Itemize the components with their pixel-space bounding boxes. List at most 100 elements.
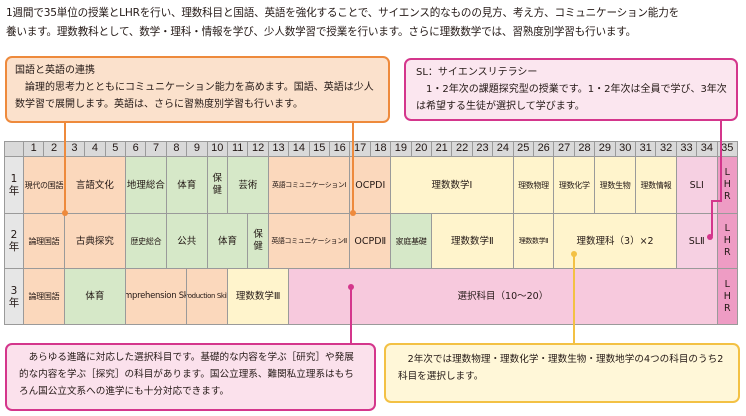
text-line: R xyxy=(723,302,731,314)
text-line: 3 xyxy=(10,284,18,297)
connector-dot xyxy=(571,251,577,257)
text-line: L xyxy=(724,223,730,234)
subject-cell: 体育 xyxy=(207,214,249,269)
subject-cell: 英語コミュニケーションⅠ xyxy=(268,157,351,214)
subject-cell: SLⅡ xyxy=(676,214,718,269)
period-header: 1 xyxy=(24,141,45,157)
period-header: 29 xyxy=(595,141,616,157)
period-header: 3 xyxy=(64,141,86,157)
period-header: 12 xyxy=(248,141,269,157)
subject-cell: 理数数学Ⅱ xyxy=(432,214,514,269)
subject-cell: Production Skills xyxy=(187,269,228,325)
period-header: 26 xyxy=(534,141,555,157)
period-header: 24 xyxy=(493,141,514,157)
language-callout-body: 論理的思考力とともにコミュニケーション能力を高めます。国語、英語は少人数学習で展… xyxy=(15,82,374,110)
period-header: 17 xyxy=(350,141,371,157)
intro-line-2: 養います。理数教科として、数学・理科・情報を学び、少人数学習で授業を行います。さ… xyxy=(6,26,636,38)
subject-cell: 地理総合 xyxy=(126,157,167,214)
sl-callout-title: SL：サイエンスリテラシー xyxy=(416,67,538,78)
period-header: 10 xyxy=(207,141,228,157)
connector-dot xyxy=(62,210,68,216)
connector-line xyxy=(711,200,713,236)
subject-cell: OCPDⅡ xyxy=(350,214,392,269)
period-header: 32 xyxy=(656,141,677,157)
sl-callout: SL：サイエンスリテラシー 1・2年次の課題探究型の授業です。1・2年次は全員で… xyxy=(404,58,738,121)
subject-cell: 選択科目（10〜20） xyxy=(289,269,718,325)
text-line: 保 xyxy=(253,229,263,240)
period-header: 31 xyxy=(636,141,657,157)
text-line: H xyxy=(723,290,731,302)
science-callout-body: 2年次では理数物理・理数化学・理数生物・理数地学の4つの科目のうち2科目を選択し… xyxy=(398,354,724,382)
text-line: R xyxy=(723,247,731,258)
subject-cell: 理数数学Ⅲ xyxy=(228,269,290,325)
subject-cell: 体育 xyxy=(64,269,126,325)
subject-cell: 論理国語 xyxy=(24,214,65,269)
period-header: 16 xyxy=(330,141,351,157)
period-header: 25 xyxy=(513,141,534,157)
subject-cell: 公共 xyxy=(166,214,208,269)
subject-cell: OCPDⅠ xyxy=(350,157,392,214)
subject-cell: 保健 xyxy=(207,157,228,214)
language-callout: 国語と英語の連携 論理的思考力とともにコミュニケーション能力を高めます。国語、英… xyxy=(5,56,390,123)
connector-line xyxy=(573,254,575,343)
connector-line xyxy=(712,200,722,202)
subject-cell: 理数数学Ⅱ xyxy=(513,214,555,269)
period-header: 27 xyxy=(554,141,575,157)
text-line: H xyxy=(723,179,731,190)
period-header: 6 xyxy=(126,141,147,157)
subject-cell: 保健 xyxy=(248,214,269,269)
connector-line xyxy=(350,287,352,344)
period-header: 4 xyxy=(85,141,106,157)
text-line: L xyxy=(724,167,730,178)
period-header: 5 xyxy=(105,141,126,157)
text-line: H xyxy=(723,235,731,246)
period-header: 30 xyxy=(615,141,636,157)
period-header: 22 xyxy=(452,141,473,157)
subject-cell: 理数化学 xyxy=(554,157,596,214)
subject-cell: 家庭基礎 xyxy=(391,214,432,269)
text-line: 2 xyxy=(10,229,18,241)
text-line: 健 xyxy=(253,241,263,252)
header-corner xyxy=(4,141,24,157)
period-header: 7 xyxy=(146,141,167,157)
period-header: 34 xyxy=(697,141,718,157)
period-header: 23 xyxy=(472,141,494,157)
subject-cell: 理数生物 xyxy=(595,157,636,214)
subject-cell: Comprehension Skills xyxy=(126,269,188,325)
subject-cell: 言語文化 xyxy=(64,157,126,214)
subject-cell: SLⅠ xyxy=(676,157,718,214)
text-line: 1 xyxy=(10,173,18,185)
table-top-border xyxy=(4,141,738,142)
period-header: 11 xyxy=(228,141,249,157)
electives-callout: あらゆる進路に対応した選択科目です。基礎的な内容を学ぶ［研究］や発展的な内容を学… xyxy=(5,343,376,411)
intro-line-1: 1週間で35単位の授業とLHRを行い、理数科目と国語、英語を強化することで、サイ… xyxy=(6,7,679,19)
text-line: 健 xyxy=(212,185,223,196)
period-header: 15 xyxy=(309,141,330,157)
subject-cell: 芸術 xyxy=(228,157,269,214)
subject-cell: 古典探究 xyxy=(64,214,126,269)
connector-line xyxy=(64,123,66,213)
subject-cell: 体育 xyxy=(166,157,208,214)
period-header: 8 xyxy=(166,141,188,157)
science-callout: 2年次では理数物理・理数化学・理数生物・理数地学の4つの科目のうち2科目を選択し… xyxy=(384,343,740,403)
connector-dot xyxy=(350,210,356,216)
text-line: 保 xyxy=(212,173,223,184)
period-header: 20 xyxy=(411,141,432,157)
sl-callout-body: 1・2年次の課題探究型の授業です。1・2年次は全員で学び、3年次は希望する生徒が… xyxy=(416,84,727,112)
period-header: 14 xyxy=(289,141,310,157)
subject-cell: 歴史総合 xyxy=(126,214,167,269)
language-callout-title: 国語と英語の連携 xyxy=(15,65,95,76)
subject-cell: 理数数学Ⅰ xyxy=(391,157,514,214)
electives-callout-body: あらゆる進路に対応した選択科目です。基礎的な内容を学ぶ［研究］や発展的な内容を学… xyxy=(19,352,354,397)
period-header: 13 xyxy=(268,141,290,157)
subject-cell: 理数情報 xyxy=(636,157,677,214)
text-line: 年 xyxy=(8,185,20,197)
period-header: 19 xyxy=(391,141,412,157)
period-header: 2 xyxy=(44,141,65,157)
